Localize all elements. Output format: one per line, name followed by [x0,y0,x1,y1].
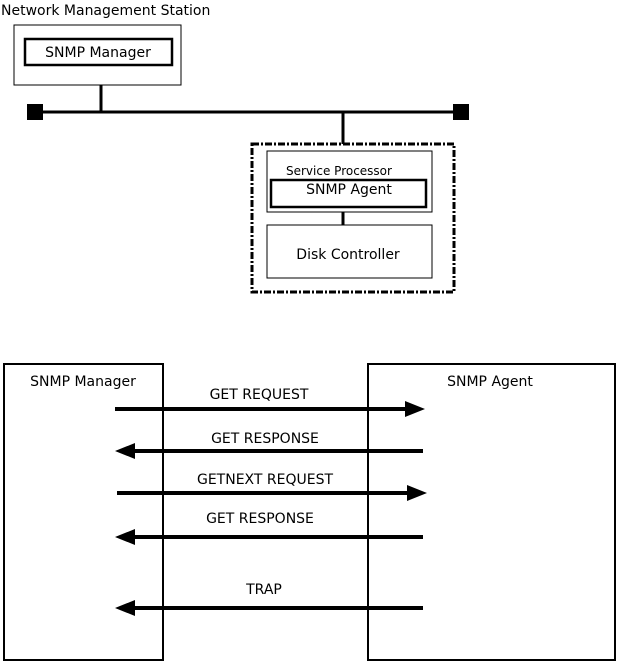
device-enclosure [250,142,456,294]
nms-title: Network Management Station [1,3,210,19]
arrowhead-left-icon [115,600,135,616]
agent-column-header: SNMP Agent [447,374,533,390]
snmp-manager-label: SNMP Manager [45,45,151,61]
arrowhead-right-icon [405,401,425,417]
snmp-agent-box [269,178,428,209]
snmp-manager-box [23,37,174,67]
message-label: GET REQUEST [210,387,309,403]
disk-controller-box [266,224,433,279]
service-processor-label: Service Processor [286,164,392,178]
disk-controller-label: Disk Controller [296,247,400,263]
arrowhead-left-icon [115,443,135,459]
message-label: GET RESPONSE [211,431,319,447]
message-label: TRAP [245,582,282,598]
bus-terminator-right [453,104,469,120]
arrowhead-left-icon [115,529,135,545]
arrowhead-right-icon [407,485,427,501]
snmp-agent-label: SNMP Agent [306,182,392,198]
message-label: GET RESPONSE [206,511,314,527]
manager-column-header: SNMP Manager [30,374,136,390]
bus-terminator-left [27,104,43,120]
message-label: GETNEXT REQUEST [197,472,333,488]
manager-column [3,363,164,661]
